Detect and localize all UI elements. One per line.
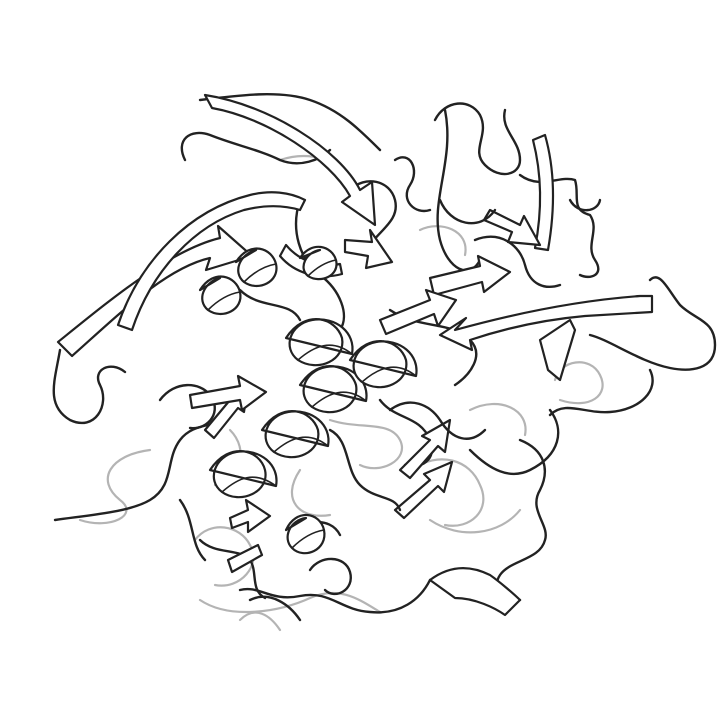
coil-loop: [473, 235, 562, 288]
coil-loop: [328, 428, 402, 512]
back-coil: [468, 402, 527, 437]
coil-loop: [436, 108, 482, 272]
beta-strands: [56, 93, 654, 617]
coil-loop: [248, 595, 302, 622]
beta-strand: [438, 294, 654, 352]
back-coil: [418, 225, 467, 257]
back-coil: [428, 508, 522, 534]
alpha-helix: [208, 450, 278, 499]
beta-strand: [378, 288, 458, 336]
coil-loop: [178, 498, 207, 562]
coil-loop: [438, 198, 497, 225]
back-coil: [290, 468, 332, 517]
coil-loop: [52, 348, 127, 424]
back-coil: [238, 611, 282, 632]
alpha-helices: [198, 245, 418, 555]
beta-strand: [393, 460, 454, 520]
foreground-coils: [248, 198, 602, 622]
beta-strand: [428, 254, 512, 297]
coil-loop: [180, 131, 332, 165]
coil-loop: [393, 156, 432, 213]
back-coil: [198, 591, 382, 614]
back-coil: [328, 418, 404, 470]
alpha-helix: [260, 410, 330, 459]
beta-strand: [188, 374, 268, 412]
coil-loop: [388, 401, 487, 440]
beta-strand: [203, 93, 377, 227]
alpha-helix: [348, 340, 418, 389]
beta-strand: [116, 191, 307, 332]
alpha-helix: [284, 513, 326, 555]
alpha-helix: [234, 247, 278, 288]
coil-loop: [433, 102, 522, 176]
coil-loop: [568, 198, 602, 212]
back-coil: [78, 448, 152, 525]
beta-strand: [226, 543, 264, 574]
coil-loop: [588, 276, 717, 371]
back-coil: [193, 526, 255, 587]
coil-loop: [238, 578, 432, 614]
coil-loop: [468, 408, 560, 476]
back-coil: [408, 458, 485, 527]
beta-strand: [482, 208, 542, 247]
beta-strand: [538, 318, 577, 382]
coil-loop: [238, 288, 302, 322]
coil-loop: [518, 173, 600, 279]
coil-loop: [198, 93, 382, 152]
coil-loop: [308, 557, 352, 596]
beta-strand: [428, 566, 522, 617]
coil-loop: [548, 368, 654, 417]
alpha-helix: [284, 318, 354, 367]
alpha-helix: [298, 245, 338, 281]
beta-strand: [343, 228, 394, 270]
beta-strand: [228, 498, 272, 534]
beta-strand: [398, 418, 452, 480]
coil-loop: [348, 180, 397, 247]
alpha-helix: [298, 365, 368, 414]
background-coils: [78, 155, 604, 632]
beta-strand: [531, 133, 555, 252]
alpha-helix: [198, 275, 242, 316]
